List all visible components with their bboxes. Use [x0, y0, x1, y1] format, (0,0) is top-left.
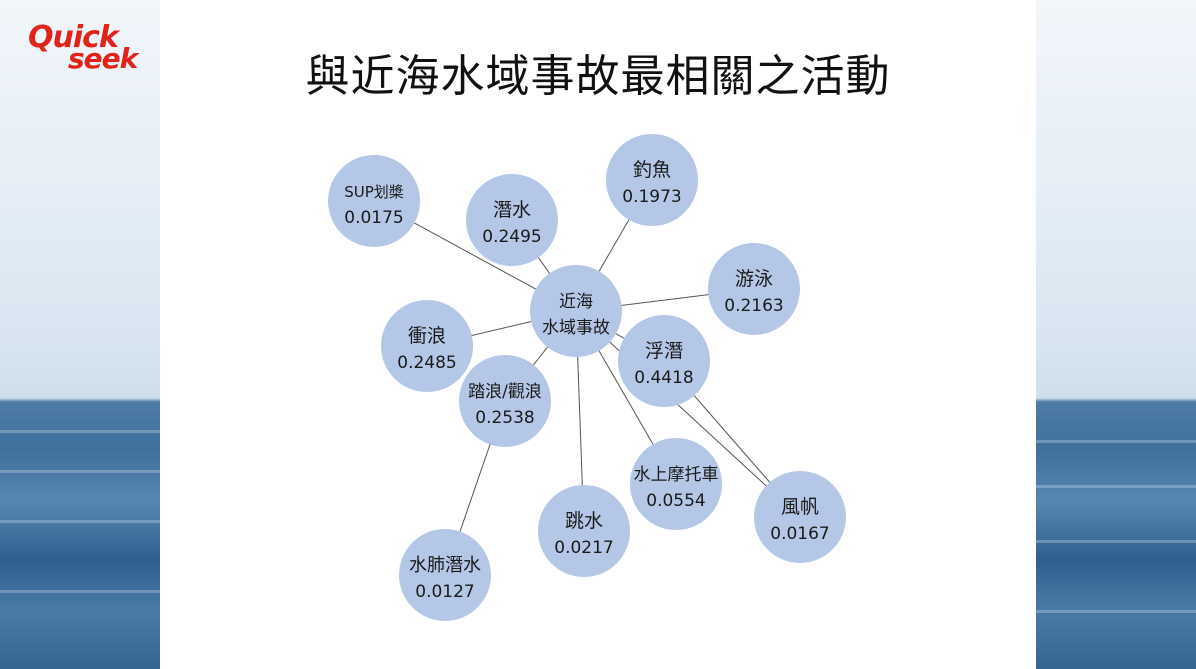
- node-circle-cliff-jumping: [538, 485, 630, 577]
- node-value-wave-watching: 0.2538: [475, 408, 534, 428]
- node-circle-diving: [466, 174, 558, 266]
- node-value-surfing: 0.2485: [397, 353, 456, 373]
- node-group: 近海水域事故 SUP划槳 0.0175 潛水 0.2495 釣魚 0.1973 游泳 0.216…: [328, 134, 846, 621]
- node-windsurfing: 風帆 0.0167: [754, 471, 846, 563]
- node-snorkeling: 浮潛 0.4418: [618, 315, 710, 407]
- node-label-windsurfing: 風帆: [781, 496, 819, 518]
- node-value-snorkeling: 0.4418: [634, 368, 693, 388]
- node-value-cliff-jumping: 0.0217: [554, 538, 613, 558]
- logo-line-1: Quick: [28, 20, 119, 55]
- node-circle-center: [530, 265, 622, 357]
- node-sup: SUP划槳 0.0175: [328, 155, 420, 247]
- node-label-swimming: 游泳: [735, 268, 773, 290]
- node-label-diving: 潛水: [493, 199, 531, 221]
- node-circle-snorkeling: [618, 315, 710, 407]
- node-label-scuba: 水肺潛水: [409, 555, 481, 576]
- node-swimming: 游泳 0.2163: [708, 243, 800, 335]
- node-label-surfing: 衝浪: [408, 325, 446, 347]
- node-value-scuba: 0.0127: [415, 582, 474, 602]
- node-surfing: 衝浪 0.2485: [381, 300, 473, 392]
- node-fishing: 釣魚 0.1973: [606, 134, 698, 226]
- node-cliff-jumping: 跳水 0.0217: [538, 485, 630, 577]
- slide-title: 與近海水域事故最相關之活動: [305, 51, 891, 102]
- node-value-center: 水域事故: [542, 318, 610, 338]
- node-value-sup: 0.0175: [344, 208, 403, 228]
- node-label-jetski: 水上摩托車: [634, 465, 719, 485]
- node-circle-windsurfing: [754, 471, 846, 563]
- node-label-wave-watching: 踏浪/觀浪: [468, 382, 542, 402]
- node-value-swimming: 0.2163: [724, 296, 783, 316]
- node-value-windsurfing: 0.0167: [770, 524, 829, 544]
- logo-line-2: seek: [68, 42, 138, 75]
- node-center: 近海水域事故: [530, 265, 622, 357]
- node-circle-fishing: [606, 134, 698, 226]
- node-label-center: 近海: [559, 292, 593, 312]
- node-label-fishing: 釣魚: [633, 159, 671, 181]
- node-circle-swimming: [708, 243, 800, 335]
- ocean-background-right: [1036, 0, 1196, 669]
- node-jetski: 水上摩托車 0.0554: [630, 438, 722, 530]
- edge-center-windsurfing: [575, 310, 801, 518]
- node-diving: 潛水 0.2495: [466, 174, 558, 266]
- ocean-background-left: [0, 0, 160, 669]
- node-label-sup: SUP划槳: [344, 183, 404, 201]
- node-circle-jetski: [630, 438, 722, 530]
- node-wave-watching: 踏浪/觀浪 0.2538: [459, 355, 551, 447]
- node-circle-wave-watching: [459, 355, 551, 447]
- node-scuba: 水肺潛水 0.0127: [399, 529, 491, 621]
- node-value-fishing: 0.1973: [622, 187, 681, 207]
- quickseek-logo: Quick seek: [22, 18, 162, 78]
- node-circle-surfing: [381, 300, 473, 392]
- node-circle-scuba: [399, 529, 491, 621]
- node-label-cliff-jumping: 跳水: [565, 510, 603, 532]
- node-value-jetski: 0.0554: [646, 491, 705, 511]
- node-label-snorkeling: 浮潛: [645, 340, 683, 362]
- node-value-diving: 0.2495: [482, 227, 541, 247]
- node-circle-sup: [328, 155, 420, 247]
